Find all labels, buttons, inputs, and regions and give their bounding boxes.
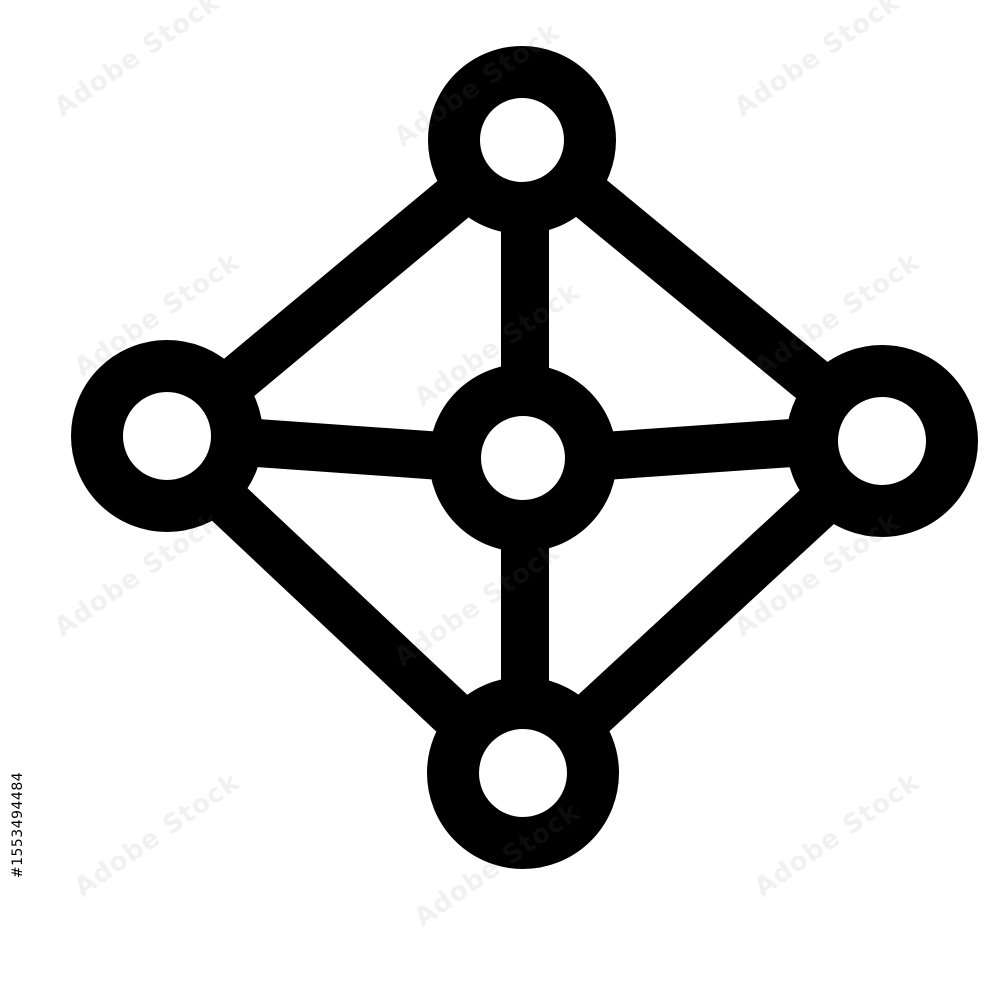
stock-id-label: #1553494484 <box>6 760 30 890</box>
node-bottom <box>427 677 619 869</box>
node-top <box>428 46 616 234</box>
node-right <box>786 345 978 537</box>
edge-left-bottom <box>201 476 499 759</box>
edge-top-right <box>551 161 854 419</box>
node-center <box>429 364 617 552</box>
edge-right-bottom <box>546 471 854 759</box>
edge-top-left <box>206 161 494 409</box>
node-left <box>71 340 263 532</box>
nodes <box>71 46 978 869</box>
stock-id-text: #1553494484 <box>10 771 26 879</box>
